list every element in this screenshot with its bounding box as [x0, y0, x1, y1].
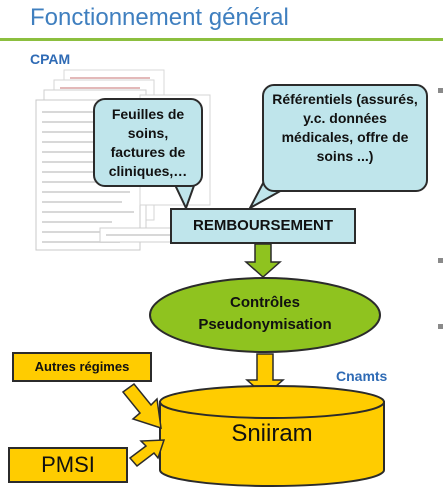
title-rule [0, 38, 443, 41]
remboursement-box: REMBOURSEMENT [170, 208, 356, 244]
label-cpam: CPAM [30, 51, 71, 67]
pmsi-box: PMSI [8, 447, 128, 483]
arrow-down-1 [244, 243, 282, 279]
controles-line-1: Contrôles [229, 294, 300, 311]
controles-label: Contrôles Pseudonymisation [170, 292, 360, 336]
bullet-marker-1 [438, 88, 443, 93]
pmsi-label: PMSI [41, 452, 95, 477]
arrow-diagonal-autres [121, 382, 162, 430]
controles-line-2: Pseudonymisation [198, 316, 332, 333]
sniiram-label: Sniiram [231, 420, 313, 447]
autres-regimes-box: Autres régimes [12, 352, 152, 382]
arrow-pmsi [128, 439, 166, 468]
callout-feuilles-text: Feuilles de soins, factures de cliniques… [108, 106, 188, 179]
controles-ellipse [149, 277, 381, 353]
sniiram-cylinder [159, 385, 385, 487]
callout-referentiels: Référentiels (assurés, y.c. données médi… [262, 84, 428, 192]
bullet-marker-3 [438, 324, 443, 329]
bullet-marker-2 [438, 258, 443, 263]
label-cnamts: Cnamts [336, 368, 388, 384]
callout-feuilles-de-soins: Feuilles de soins, factures de cliniques… [93, 98, 203, 187]
autres-regimes-label: Autres régimes [34, 359, 130, 374]
remboursement-label: REMBOURSEMENT [192, 217, 333, 234]
callout-referentiels-text: Référentiels (assurés, y.c. données médi… [272, 91, 418, 164]
slide-title: Fonctionnement général [30, 4, 289, 31]
